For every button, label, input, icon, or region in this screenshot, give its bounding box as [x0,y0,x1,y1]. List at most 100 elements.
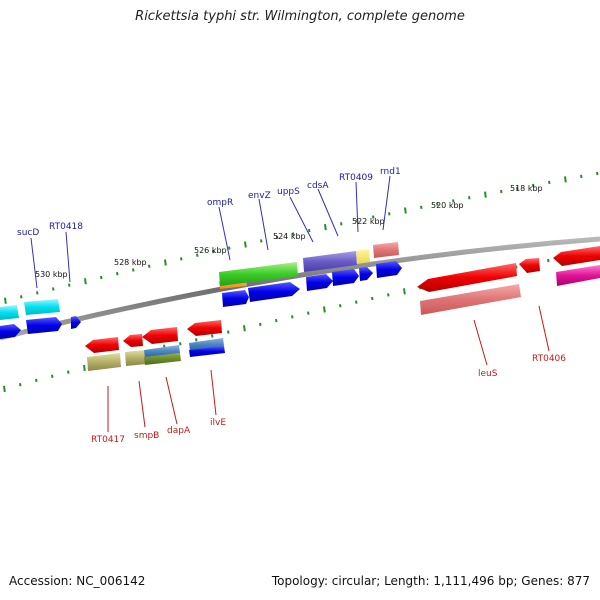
cds-plus-ompR[interactable] [222,290,249,307]
gene-label-RT0417[interactable]: RT0417 [91,435,125,445]
cds-plus-sucD[interactable] [0,324,21,339]
minor-tick [371,296,374,301]
yellow-block[interactable] [356,249,370,264]
minor-tick [420,205,423,209]
cds-minus-RT0406[interactable] [553,246,600,266]
olive-block[interactable] [125,350,147,366]
minor-tick [51,374,54,378]
gene-label-rnd1[interactable]: rnd1 [380,167,401,177]
gene-label-RT0418[interactable]: RT0418 [49,222,83,232]
minor-tick [468,196,471,200]
gene-label-cdsA[interactable]: cdsA [307,181,329,191]
major-tick [244,241,247,248]
gene-label-uppS[interactable]: uppS [277,187,300,197]
major-tick [324,224,327,231]
minor-tick [100,275,103,280]
minor-tick [35,378,38,383]
genome-title: Rickettsia typhi str. Wilmington, comple… [135,9,465,24]
cds-minus-ilvE[interactable] [187,320,222,336]
cds-minus-leuS[interactable] [417,263,517,292]
cds-minus-smpB[interactable] [123,334,143,347]
gene-label-smpB[interactable]: smpB [134,431,159,441]
minor-tick [596,171,599,176]
kbp-label: 528 kbp [114,258,147,267]
cyan-rrna-block[interactable] [0,305,19,320]
gene-label-dapA[interactable]: dapA [167,426,191,436]
minor-tick [355,300,358,304]
minor-tick [195,338,198,342]
minor-tick [292,232,295,236]
genome-backbone [0,236,600,341]
cds-plus-cdsA[interactable] [332,269,359,286]
major-tick [83,364,86,372]
pink-block[interactable] [373,242,399,258]
minor-tick [532,183,535,188]
magenta-block[interactable] [556,265,600,286]
minor-tick [36,291,39,295]
gene-label-ilvE[interactable]: ilvE [210,418,226,428]
olive-dark-block[interactable] [144,353,181,365]
minor-tick [548,180,551,185]
minor-tick [148,264,151,268]
minus-gene-labels: RT0417 smpB dapA ilvE leuS RT0406 [91,354,566,445]
minor-tick [20,295,23,299]
cds-plus-rnd1[interactable] [376,261,402,278]
minor-tick [212,249,215,254]
pink-block-leuS[interactable] [420,284,521,315]
accession-text: Accession: NC_006142 [9,574,146,588]
minor-tick [452,199,455,203]
minor-tick [68,283,71,287]
steel-block[interactable] [144,345,180,358]
cds-plus-uppS[interactable] [306,274,333,291]
genome-summary-text: Topology: circular; Length: 1,111,496 bp… [271,574,590,588]
minor-tick [259,322,262,327]
minor-tick [308,228,311,233]
plus-strand-features [0,242,402,339]
major-tick [4,297,7,304]
gene-label-ompR[interactable]: ompR [207,198,233,208]
cyan-rrna-block[interactable] [24,299,60,315]
kbp-label: 522 kbp [352,217,385,226]
minor-tick [339,304,342,308]
cds-plus-RT0418[interactable] [26,317,62,334]
minor-tick [387,293,390,297]
kbp-label: 520 kbp [431,201,464,210]
cds-plus-envZ[interactable] [248,282,300,302]
gene-label-RT0409[interactable]: RT0409 [339,173,373,183]
minor-tick [580,174,583,179]
cds-minus-dapA[interactable] [142,327,178,344]
kbp-scale-labels: 530 kbp 528 kbp 526 kbp 524 kbp 522 kbp … [35,184,543,279]
minus-strand-features [85,246,600,371]
minor-tick [211,334,214,338]
major-tick [243,325,246,332]
cds-plus-RT0409[interactable] [359,267,373,281]
cds-minus-RT0417[interactable] [85,337,119,353]
minor-tick [340,222,343,226]
kbp-label: 518 kbp [510,184,543,193]
major-tick [3,385,6,393]
gene-label-sucD[interactable]: sucD [17,228,39,238]
minor-tick [276,235,279,240]
minor-tick [436,202,439,206]
major-tick [404,207,407,214]
olive-block[interactable] [87,353,121,371]
minor-tick [116,272,119,276]
cds-minus-RT0405[interactable] [519,258,540,273]
gene-label-RT0406[interactable]: RT0406 [532,354,566,364]
gene-label-leuS[interactable]: leuS [478,369,498,379]
steel-block[interactable] [189,338,224,351]
cds-plus-small[interactable] [71,316,81,329]
minor-tick [260,239,263,243]
minor-tick [388,212,391,216]
major-tick [484,191,487,198]
gene-label-envZ[interactable]: envZ [248,191,271,201]
major-tick [164,259,167,266]
minor-tick [179,342,182,346]
major-tick [564,176,567,183]
kbp-label: 524 kbp [273,232,306,241]
purple-block[interactable] [303,251,357,272]
minor-tick [547,258,550,263]
cds-minus-ilvE-2[interactable] [189,346,225,357]
green-block[interactable] [219,262,298,286]
